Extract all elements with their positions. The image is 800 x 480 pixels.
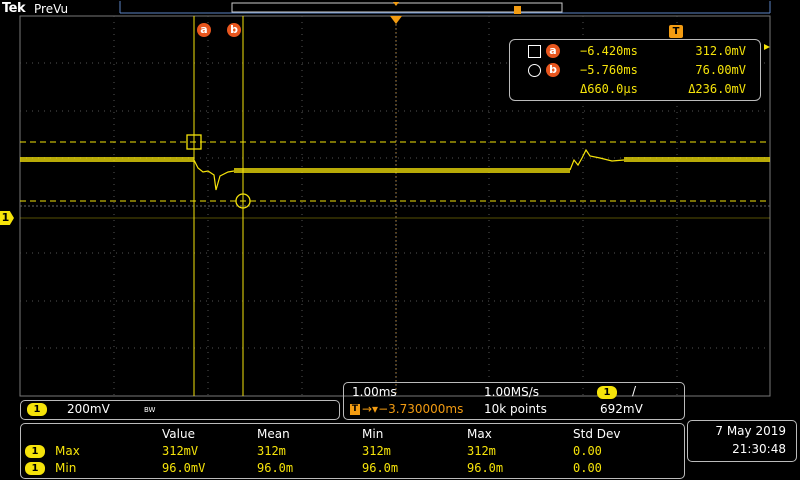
measurement-mean: 312m bbox=[257, 444, 286, 458]
record-trigger-marker bbox=[393, 2, 399, 6]
measurement-max: 96.0m bbox=[467, 461, 504, 475]
timebase: 1.00ms bbox=[352, 385, 397, 399]
horizontal-position: →▾−3.730000ms bbox=[362, 402, 464, 416]
cursor-b-voltage: 76.00mV bbox=[695, 63, 746, 77]
date-time-display[interactable]: 7 May 2019 21:30:48 bbox=[687, 420, 797, 462]
ch1-position-marker[interactable]: 1 bbox=[0, 211, 14, 225]
column-header-max: Max bbox=[467, 427, 492, 441]
cursor-readout[interactable]: a −6.420ms 312.0mV b −5.760ms 76.00mV Δ6… bbox=[509, 39, 761, 101]
trigger-level: 692mV bbox=[600, 402, 643, 416]
horizontal-trigger-panel[interactable]: 1.00ms 1.00MS/s 1 / T →▾−3.730000ms 10k … bbox=[343, 382, 685, 420]
sample-rate: 1.00MS/s bbox=[484, 385, 539, 399]
time: 21:30:48 bbox=[732, 442, 786, 456]
measurement-table[interactable]: Value Mean Min Max Std Dev 1 Max 312mV 3… bbox=[20, 423, 685, 479]
measurement-mean: 96.0m bbox=[257, 461, 294, 475]
cursor-a-square-icon bbox=[528, 45, 541, 58]
trigger-position-icon: T bbox=[350, 404, 360, 415]
trigger-slope-icon: / bbox=[632, 384, 637, 398]
cursor-a-square-marker bbox=[186, 134, 202, 150]
measurement-value: 96.0mV bbox=[162, 461, 206, 475]
ch1-waveform-trace bbox=[20, 148, 770, 191]
cursor-b-label[interactable]: b bbox=[227, 23, 241, 37]
ch1-chip: 1 bbox=[27, 403, 47, 416]
cursor-b-circle-icon bbox=[528, 64, 541, 77]
measurement-std-dev: 0.00 bbox=[573, 461, 602, 475]
measurement-std-dev: 0.00 bbox=[573, 444, 602, 458]
date: 7 May 2019 bbox=[715, 424, 786, 438]
trigger-position-marker[interactable] bbox=[390, 16, 402, 24]
brand-logo: Tek bbox=[2, 1, 26, 16]
measurement-min: 96.0m bbox=[362, 461, 399, 475]
cursor-delta-voltage: Δ236.0mV bbox=[688, 82, 746, 96]
cursor-delta-time: Δ660.0μs bbox=[580, 82, 638, 96]
measurement-name: Max bbox=[55, 444, 80, 458]
measurement-name: Min bbox=[55, 461, 77, 475]
measurement-value: 312mV bbox=[162, 444, 199, 458]
column-header-mean: Mean bbox=[257, 427, 290, 441]
row-channel-chip: 1 bbox=[25, 462, 45, 475]
row-channel-chip: 1 bbox=[25, 445, 45, 458]
measurement-max: 312m bbox=[467, 444, 496, 458]
cursor-a-readout-label: a bbox=[546, 44, 560, 58]
record-length: 10k points bbox=[484, 402, 547, 416]
vertical-scale-panel[interactable]: 1 200mV BW bbox=[20, 400, 340, 420]
column-header-value: Value bbox=[162, 427, 195, 441]
cursor-b-time: −5.760ms bbox=[580, 63, 638, 77]
trigger-tag: T bbox=[669, 25, 683, 38]
column-header-std-dev: Std Dev bbox=[573, 427, 621, 441]
cursor-a-voltage: 312.0mV bbox=[695, 44, 746, 58]
trigger-level-marker[interactable] bbox=[764, 44, 770, 50]
cursor-b-circle-marker bbox=[235, 193, 251, 209]
trigger-source-chip: 1 bbox=[597, 386, 617, 399]
measurement-min: 312m bbox=[362, 444, 391, 458]
acquisition-mode: PreVu bbox=[34, 2, 69, 16]
bandwidth-limit-indicator: BW bbox=[144, 406, 156, 414]
cursor-b-readout-label: b bbox=[546, 63, 560, 77]
record-trigger-tag bbox=[514, 6, 521, 14]
column-header-min: Min bbox=[362, 427, 384, 441]
vertical-scale: 200mV bbox=[67, 402, 110, 416]
cursor-a-time: −6.420ms bbox=[580, 44, 638, 58]
cursor-a-label[interactable]: a bbox=[197, 23, 211, 37]
